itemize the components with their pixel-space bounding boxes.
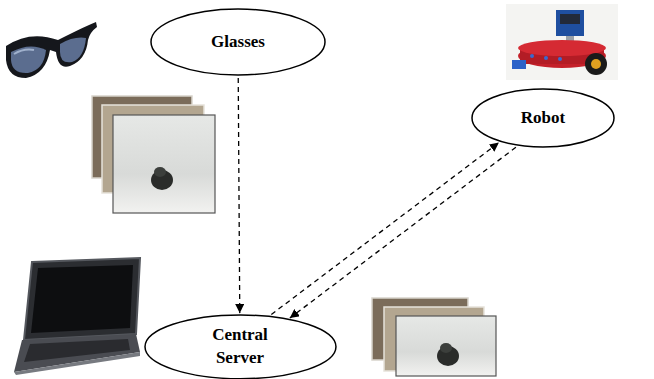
node-text-group: Robot <box>521 107 565 130</box>
image-stack <box>372 298 496 376</box>
node-text-group: Central Server <box>200 324 280 370</box>
node-text-group: Glasses <box>211 31 265 54</box>
node-label: Robot <box>521 107 565 130</box>
ellipse-node: Robot <box>471 88 615 148</box>
dashed-arrow <box>290 147 516 318</box>
laptop-picture <box>14 258 140 375</box>
ellipse-outline <box>144 314 337 379</box>
node-label: Glasses <box>211 31 265 54</box>
ellipse-node: Central Server <box>144 314 337 379</box>
image-stack <box>92 96 215 213</box>
dashed-arrow <box>238 78 240 313</box>
ellipse-node: Glasses <box>150 8 326 76</box>
glasses-picture <box>6 22 97 78</box>
robot-picture <box>506 4 618 80</box>
dashed-arrow <box>271 143 499 315</box>
node-label: Central Server <box>200 324 280 370</box>
